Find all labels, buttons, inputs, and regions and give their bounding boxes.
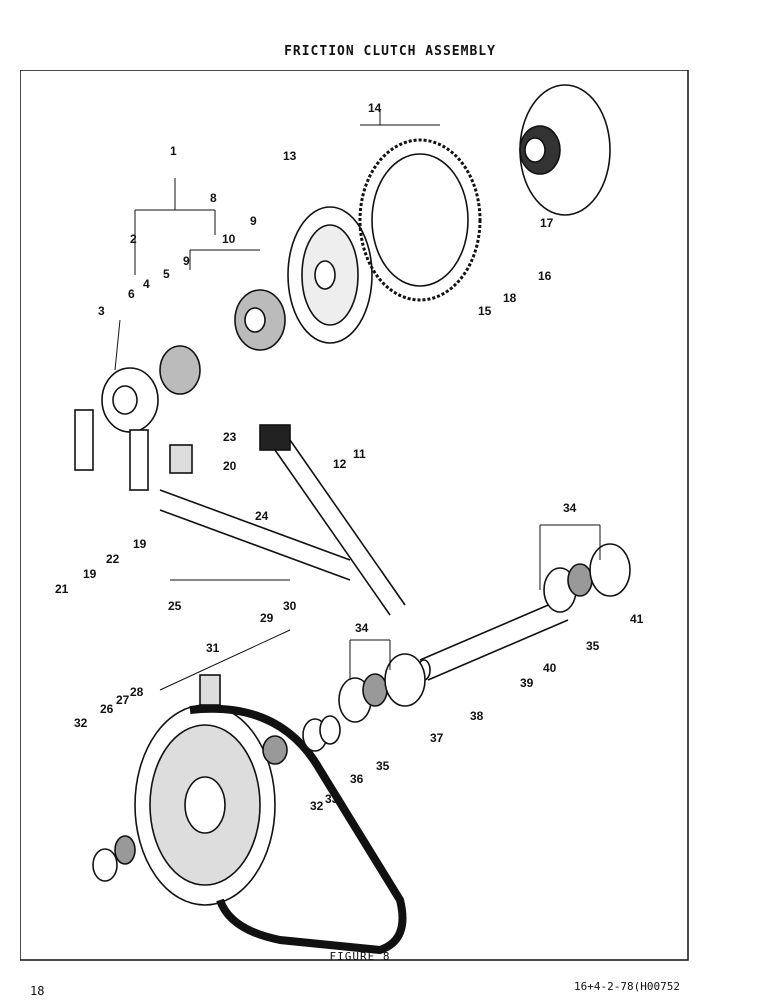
callout-37: 37 <box>430 731 444 745</box>
exploded-view-drawing <box>74 84 631 955</box>
callout-10: 10 <box>222 232 236 246</box>
callout-39: 39 <box>520 676 534 690</box>
document-id: 16+4-2-78(H00752 <box>574 980 680 993</box>
callout-16: 16 <box>538 269 552 283</box>
callout-3: 3 <box>98 304 105 318</box>
callout-35a: 35 <box>586 639 600 653</box>
page-number: 18 <box>30 984 45 998</box>
callout-24: 24 <box>255 509 269 523</box>
callout-34b: 34 <box>355 621 369 635</box>
callout-35b: 35 <box>376 759 390 773</box>
callout-30: 30 <box>283 599 297 613</box>
callout-32a: 32 <box>74 716 88 730</box>
callout-29: 29 <box>260 611 274 625</box>
callout-6: 6 <box>128 287 135 301</box>
page-title: FRICTION CLUTCH ASSEMBLY <box>284 44 496 59</box>
callout-18: 18 <box>503 291 517 305</box>
callout-11: 11 <box>353 447 366 461</box>
callouts: 1 2 3 4 5 6 8 9 9 10 11 12 13 14 15 16 1… <box>55 101 644 813</box>
callout-26: 26 <box>100 702 114 716</box>
callout-17: 17 <box>540 216 554 230</box>
callout-28: 28 <box>130 685 144 699</box>
callout-20: 20 <box>223 459 237 473</box>
callout-8: 8 <box>210 191 217 205</box>
callout-22: 22 <box>106 552 120 566</box>
callout-23: 23 <box>223 430 237 444</box>
callout-27: 27 <box>116 693 130 707</box>
callout-19a: 19 <box>83 567 97 581</box>
callout-19b: 19 <box>133 537 147 551</box>
callout-9a: 9 <box>250 214 257 228</box>
callout-25: 25 <box>168 599 182 613</box>
callout-36: 36 <box>350 772 364 786</box>
figure-caption: FIGURE 8 <box>329 950 391 963</box>
callout-1: 1 <box>170 144 177 158</box>
callout-21: 21 <box>55 582 69 596</box>
callout-34a: 34 <box>563 501 577 515</box>
callout-41: 41 <box>630 612 644 626</box>
callout-4: 4 <box>143 277 150 291</box>
callout-2: 2 <box>130 232 137 246</box>
figure-frame: 1 2 3 4 5 6 8 9 9 10 11 12 13 14 15 16 1… <box>20 70 689 961</box>
callout-12: 12 <box>333 457 347 471</box>
callout-15: 15 <box>478 304 492 318</box>
callout-5: 5 <box>163 267 170 281</box>
callout-38: 38 <box>470 709 484 723</box>
callout-14: 14 <box>368 101 382 115</box>
callout-33: 33 <box>325 792 339 806</box>
callout-13: 13 <box>283 149 297 163</box>
callout-32b: 32 <box>310 799 324 813</box>
callout-31: 31 <box>206 641 220 655</box>
leader-lines <box>114 110 601 691</box>
callout-9b: 9 <box>183 254 190 268</box>
callout-40: 40 <box>543 661 557 675</box>
